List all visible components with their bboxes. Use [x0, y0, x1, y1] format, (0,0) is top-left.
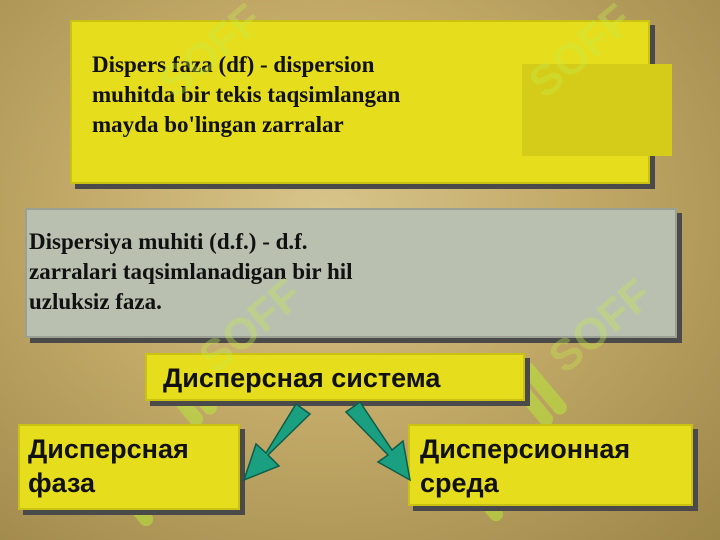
disperse-phase-label: Дисперсная фаза [28, 434, 189, 498]
inner-panel [522, 64, 672, 156]
arrow-to-medium [344, 400, 412, 482]
disperse-phase-box: Дисперсная фаза [18, 424, 240, 510]
dispersion-medium-definition-text: Dispersiya muhiti (d.f.) - d.f. zarralar… [29, 229, 353, 314]
dispersion-medium-label: Дисперсионная среда [420, 434, 631, 498]
dispersion-medium-box: Дисперсионная среда [408, 424, 693, 506]
arrow-to-phase [242, 402, 312, 482]
dispersion-medium-definition-box: Dispersiya muhiti (d.f.) - d.f. zarralar… [25, 208, 677, 338]
dispersed-phase-definition-box: Dispers faza (df) - dispersion muhitda b… [70, 20, 672, 184]
dispersed-phase-definition-text: Dispers faza (df) - dispersion muhitda b… [92, 52, 401, 137]
disperse-system-label: Дисперсная система [163, 363, 441, 393]
disperse-system-box: Дисперсная система [145, 353, 525, 401]
